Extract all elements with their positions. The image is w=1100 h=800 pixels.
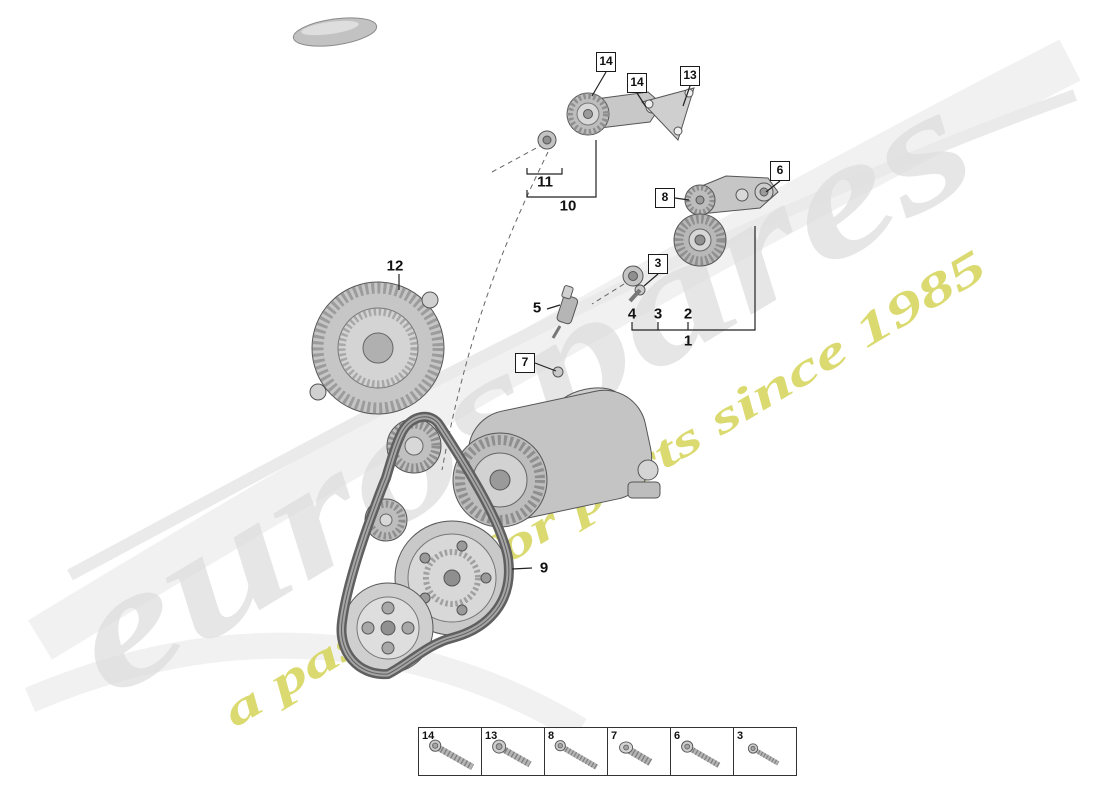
legend-cell-13[interactable]: 13 [481, 727, 545, 776]
screw-short-icon [619, 741, 653, 766]
callout-label-10[interactable]: 10 [559, 197, 577, 215]
legend-part-number: 14 [422, 730, 435, 742]
callout-label-11[interactable]: 11 [537, 173, 553, 191]
callout-box-13[interactable]: 13 [680, 66, 700, 86]
callout-box-3[interactable]: 3 [648, 254, 668, 274]
legend-cell-7[interactable]: 7 [607, 727, 671, 776]
crank-pulley-part [394, 520, 510, 636]
water-pump-pulley-part [342, 582, 434, 674]
legend-part-number: 7 [611, 730, 618, 742]
callout-box-14b[interactable]: 14 [627, 73, 647, 93]
bolt-long-icon [429, 739, 475, 770]
legend-cell-6[interactable]: 6 [670, 727, 734, 776]
tensioner-arm-upper-part [566, 91, 663, 136]
callout-label-3[interactable]: 3 [653, 305, 663, 323]
bracket-part [641, 87, 695, 141]
callout-box-8[interactable]: 8 [655, 188, 675, 208]
callout-label-12[interactable]: 12 [386, 257, 404, 275]
compressor-part [452, 366, 661, 528]
callout-label-1[interactable]: 1 [683, 332, 693, 350]
callout-box-14a[interactable]: 14 [596, 52, 616, 72]
legend-cell-8[interactable]: 8 [544, 727, 608, 776]
screw-long-icon [554, 740, 599, 770]
screw-medium-icon [681, 740, 721, 768]
washer-part [537, 130, 557, 150]
screw-small-icon [747, 743, 780, 766]
washer-part [622, 265, 644, 287]
callout-box-7[interactable]: 7 [515, 353, 535, 373]
callout-label-2[interactable]: 2 [683, 305, 693, 323]
bolt-flange-icon [492, 739, 532, 768]
callout-label-9[interactable]: 9 [539, 559, 549, 577]
belt-tensioner-part [684, 175, 779, 216]
swoosh-curve [28, 39, 1081, 660]
legend-cell-3[interactable]: 3 [733, 727, 797, 776]
screw-part [628, 284, 646, 303]
legend-part-number: 8 [548, 730, 555, 742]
cover-cap-part [292, 17, 378, 47]
alternator-part [309, 281, 445, 474]
callout-label-5[interactable]: 5 [532, 299, 542, 317]
idler-pulley-part [673, 213, 727, 267]
callout-box-6[interactable]: 6 [770, 161, 790, 181]
legend-part-number: 13 [485, 730, 498, 742]
callout-leader-lines [398, 71, 781, 570]
assembly-dashed-lines [441, 145, 625, 471]
fastener-legend: 14 13 8 [418, 727, 797, 776]
callout-label-4[interactable]: 4 [627, 305, 637, 323]
bolt-part-5 [551, 285, 579, 339]
v-ribbed-belt-part [336, 412, 514, 680]
legend-part-number: 3 [737, 730, 744, 742]
swoosh-curve [67, 89, 1078, 581]
legend-cell-14[interactable]: 14 [418, 727, 482, 776]
legend-part-number: 6 [674, 730, 681, 742]
swoosh-curve [24, 632, 587, 742]
